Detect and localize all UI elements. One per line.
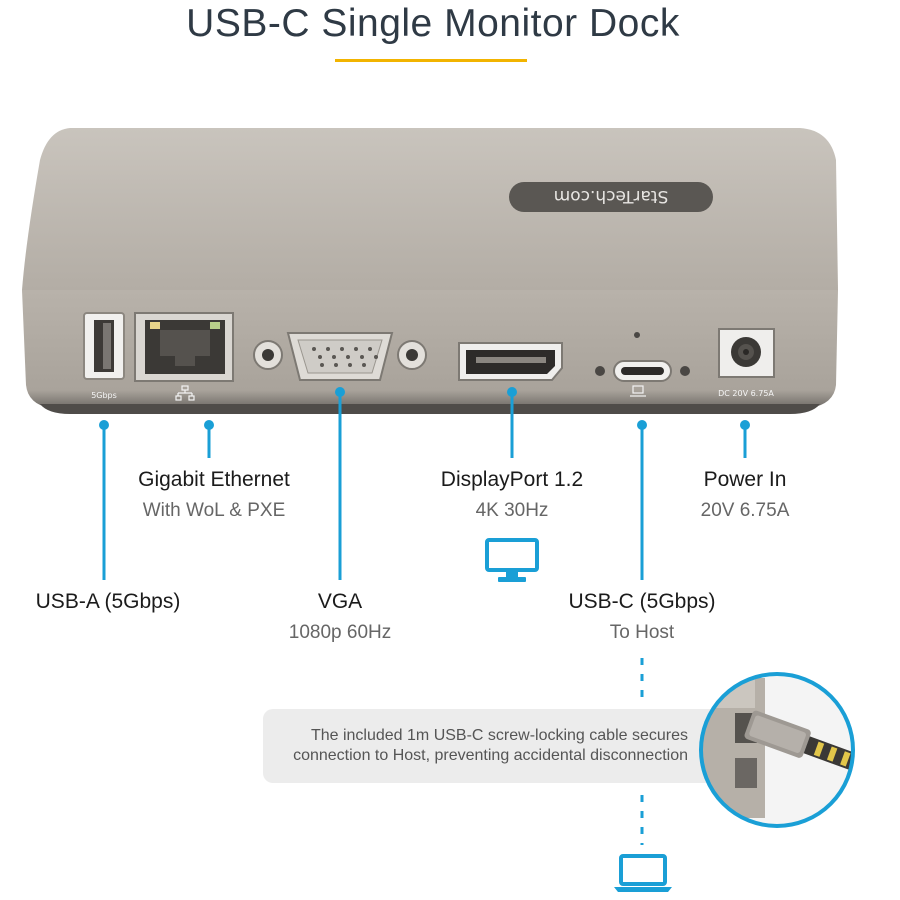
page-title: USB-C Single Monitor Dock — [186, 2, 680, 45]
callout-displayport: DisplayPort 1.2 4K 30Hz — [412, 468, 612, 522]
displayport-port — [458, 342, 563, 381]
callout-power-in-name: Power In — [703, 468, 787, 491]
usb-a-speed-mark: 5Gbps — [91, 391, 117, 400]
laptop-icon — [614, 854, 672, 892]
callout-displayport-sub: 4K 30Hz — [475, 500, 549, 521]
callout-vga-sub: 1080p 60Hz — [288, 622, 392, 643]
callout-usb-c: USB-C (5Gbps) To Host — [552, 590, 732, 644]
callout-usb-a-name: USB-A (5Gbps) — [35, 590, 181, 613]
vga-pins — [312, 347, 378, 367]
cable-note-text: The included 1m USB-C screw-locking cabl… — [293, 727, 688, 764]
callout-power-in-sub: 20V 6.75A — [700, 500, 790, 521]
callout-vga: VGA 1080p 60Hz — [260, 590, 420, 644]
brand-logo: StarTech.com — [509, 182, 713, 212]
brand-logo-text: StarTech.com — [554, 186, 669, 206]
usb-c-port — [595, 332, 690, 382]
ethernet-port — [134, 312, 234, 382]
callout-gigabit-ethernet: Gigabit Ethernet With WoL & PXE — [109, 468, 319, 522]
cable-closeup-inset — [699, 672, 855, 828]
callout-usb-a: USB-A (5Gbps) — [18, 590, 198, 614]
network-icon — [175, 385, 195, 401]
callout-usb-c-sub: To Host — [609, 622, 675, 643]
usb-a-port — [83, 312, 125, 380]
dc-power-port — [718, 328, 775, 378]
callout-gigabit-ethernet-name: Gigabit Ethernet — [138, 468, 290, 491]
laptop-mark — [630, 385, 646, 397]
callout-displayport-name: DisplayPort 1.2 — [440, 468, 584, 491]
leader-lines — [102, 392, 747, 845]
dock-top-face — [22, 128, 838, 290]
callout-gigabit-ethernet-sub: With WoL & PXE — [142, 500, 286, 521]
callout-power-in: Power In 20V 6.75A — [665, 468, 825, 522]
callout-usb-c-name: USB-C (5Gbps) — [568, 590, 716, 613]
vga-port — [253, 332, 427, 381]
title-underline — [335, 59, 527, 62]
power-rating-mark: DC 20V 6.75A — [718, 389, 774, 398]
cable-note-box — [263, 709, 773, 783]
callout-vga-name: VGA — [317, 590, 363, 613]
monitor-icon — [485, 538, 539, 582]
